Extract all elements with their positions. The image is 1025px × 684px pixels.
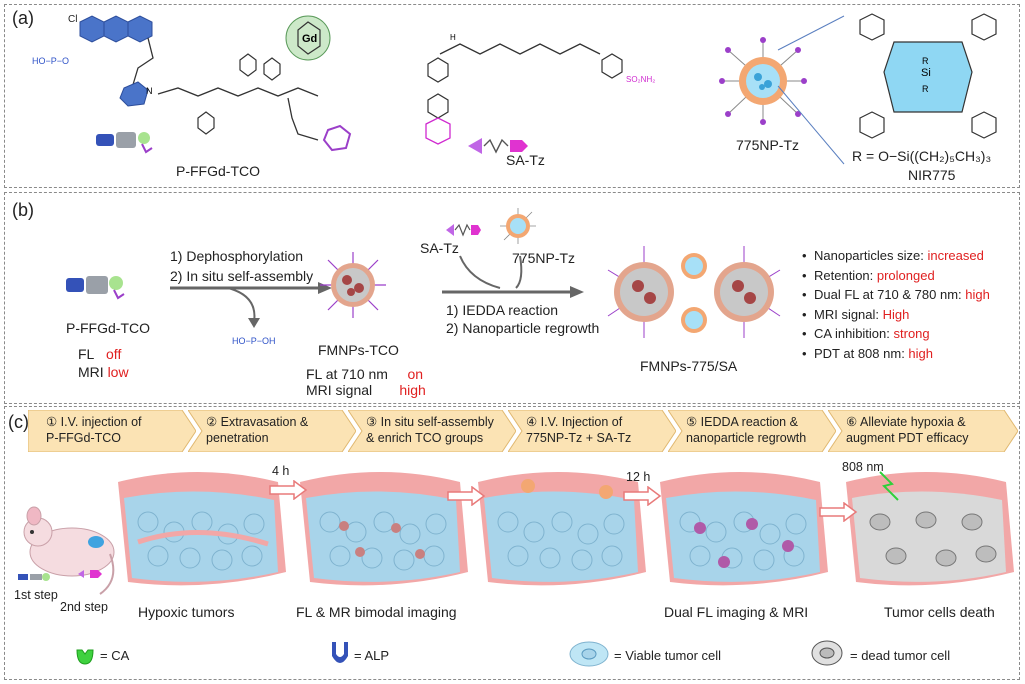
- svg-text:R: R: [922, 84, 929, 94]
- caption-hypoxic: Hypoxic tumors: [138, 604, 235, 620]
- panel-c-label: (c): [8, 412, 29, 432]
- viable-cell-icon: [569, 641, 609, 667]
- step-4: ④ I.V. Injection of 775NP-Tz + SA-Tz: [508, 410, 676, 452]
- panel-b-label: (b): [12, 200, 34, 220]
- dye-r-group: R = O−Si((CH₂)₅CH₃)₃: [852, 148, 992, 164]
- time-12h: 12 h: [626, 470, 651, 484]
- sa-tz-structure: H SO₂NH₂: [425, 33, 655, 154]
- svg-text:N: N: [146, 86, 153, 96]
- svg-text:SO₂NH₂: SO₂NH₂: [626, 75, 655, 84]
- alp-icon: [332, 642, 348, 663]
- legend-alp: = ALP: [354, 648, 390, 663]
- mri-signal: MRI signal high: [306, 382, 426, 398]
- mri-label: MRI low: [78, 364, 129, 380]
- legend-ca: = CA: [100, 648, 130, 663]
- p-ffgd-tco-structure: Cl HO−P−O N Gd: [32, 14, 352, 154]
- step-3: ③ In situ self-assembly & enrich TCO grou…: [348, 410, 516, 452]
- tumor-block-3: [478, 472, 646, 586]
- step-5-line1: ⑤ IEDDA reaction &: [686, 415, 798, 429]
- svg-text:HO−P−O: HO−P−O: [32, 56, 69, 66]
- step-3-line1: ③ In situ self-assembly: [366, 415, 494, 429]
- arrow-1: HO−P−OH: [170, 282, 332, 346]
- property-item: Retention: prolonged: [802, 266, 990, 286]
- nir775-structure: Si R R: [859, 13, 997, 139]
- second-step-label: 2nd step: [60, 600, 108, 614]
- property-item: Nanoparticles size: increased: [802, 246, 990, 266]
- 775np-small-icon: [500, 208, 536, 244]
- tumor-block-4: [660, 472, 828, 586]
- compound1-label: P-FFGd-TCO: [176, 163, 260, 179]
- svg-text:H: H: [450, 33, 456, 42]
- start-molecule-icon: [66, 276, 125, 300]
- reagent2-label: 775NP-Tz: [512, 250, 576, 266]
- step-2: ② Extravasation & penetration: [188, 410, 356, 452]
- step-1: ① I.V. injection of P-FFGd-TCO: [28, 410, 196, 452]
- arrow-2: [442, 255, 584, 298]
- ca-icon: [76, 649, 94, 665]
- sa-tz-small-icon: [446, 223, 481, 237]
- start-compound-label: P-FFGd-TCO: [66, 320, 150, 336]
- property-item: PDT at 808 nm: high: [802, 344, 990, 364]
- arrow-12h: [623, 486, 662, 506]
- property-item: MRI signal: High: [802, 305, 990, 325]
- panel-b: [4, 192, 1020, 404]
- svg-text:HO−P−OH: HO−P−OH: [232, 336, 276, 346]
- step-6-line2: augment PDT efficacy: [846, 431, 969, 445]
- panel-c: [4, 406, 1020, 680]
- step-6: ⑥ Alleviate hypoxia & augment PDT efficac…: [828, 410, 1018, 452]
- caption-bimodal: FL & MR bimodal imaging: [296, 604, 457, 620]
- property-list: Nanoparticles size: increased Retention:…: [802, 246, 990, 364]
- tumor-block-5: [846, 471, 1014, 586]
- step-4-line1: ④ I.V. Injection of: [526, 415, 623, 429]
- tumor-block-1: [118, 472, 286, 586]
- first-step-label: 1st step: [14, 588, 58, 602]
- product-label: FMNPs-775/SA: [640, 358, 738, 374]
- reaction2-label: 2) Nanoparticle regrowth: [446, 320, 600, 336]
- step-3-line2: & enrich TCO groups: [366, 431, 484, 445]
- caption-dual-fl: Dual FL imaging & MRI: [664, 604, 809, 620]
- nanoparticle-label: 775NP-Tz: [736, 137, 800, 153]
- panel-a: [4, 4, 1020, 188]
- arrow-mid: [447, 486, 486, 506]
- step-5: ⑤ IEDDA reaction & nanoparticle regrowth: [668, 410, 836, 452]
- gd-label: Gd: [302, 33, 317, 45]
- legend-dead: = dead tumor cell: [850, 648, 951, 663]
- laser-label: 808 nm: [842, 460, 884, 474]
- reagent1-label: SA-Tz: [420, 240, 459, 256]
- property-item: Dual FL at 710 & 780 nm: high: [802, 285, 990, 305]
- property-item: CA inhibition: strong: [802, 324, 990, 344]
- mouse-icon: [18, 506, 115, 595]
- zoom-lines: [777, 15, 845, 165]
- step-6-line1: ⑥ Alleviate hypoxia &: [846, 415, 966, 429]
- step2-label: 2) In situ self-assembly: [170, 268, 314, 284]
- tumor-block-2: [300, 472, 468, 586]
- arrow-4h: [269, 480, 308, 500]
- legend-viable: = Viable tumor cell: [614, 648, 722, 663]
- panel-a-label: (a): [12, 8, 34, 28]
- svg-text:R: R: [922, 56, 929, 66]
- fl-label: FL off: [78, 346, 122, 362]
- caption-death: Tumor cells death: [884, 604, 995, 620]
- svg-text:Si: Si: [921, 67, 931, 79]
- step-5-line2: nanoparticle regrowth: [686, 431, 807, 445]
- step-2-line2: penetration: [206, 431, 269, 445]
- step-1-line2: P-FFGd-TCO: [46, 431, 121, 445]
- step-banner: ① I.V. injection of P-FFGd-TCO ② Extravas…: [28, 410, 1020, 452]
- step-1-line1: ① I.V. injection of: [46, 415, 142, 429]
- dead-cell-icon: [811, 640, 843, 666]
- reaction1-label: 1) IEDDA reaction: [446, 302, 559, 318]
- intermediate-label: FMNPs-TCO: [318, 342, 399, 358]
- fmnps-775-sa-assembly: [607, 246, 781, 338]
- nanoparticle-775np-tz: [719, 37, 807, 125]
- dye-label: NIR775: [908, 167, 956, 183]
- step1-label: 1) Dephosphorylation: [170, 248, 304, 264]
- arrow-end: [819, 502, 858, 522]
- svg-text:Cl: Cl: [68, 14, 77, 25]
- compound2-label: SA-Tz: [506, 152, 545, 168]
- fl710: FL at 710 nm on: [306, 366, 424, 382]
- step-2-line1: ② Extravasation &: [206, 415, 309, 429]
- step-4-line2: 775NP-Tz + SA-Tz: [526, 431, 632, 445]
- time-4h: 4 h: [272, 464, 290, 478]
- fmnps-tco-particle: [320, 252, 386, 318]
